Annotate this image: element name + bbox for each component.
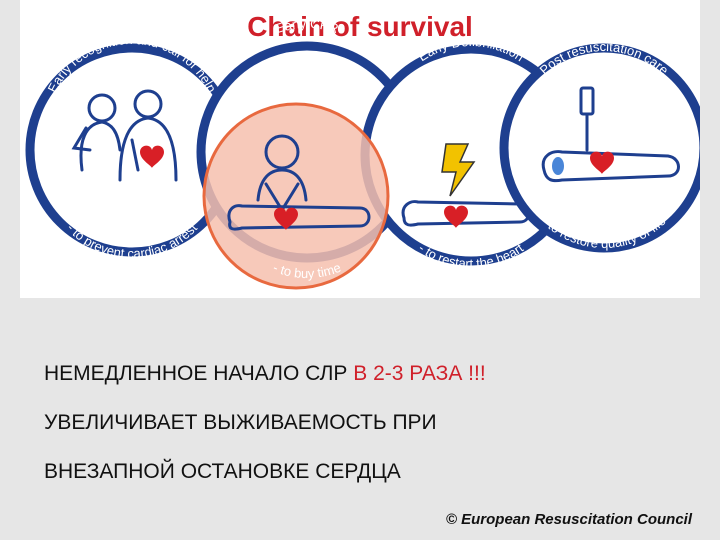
- diagram-title: Chain of survival: [247, 11, 473, 42]
- heart-icon-1: [140, 145, 164, 168]
- statement-line-1-prefix: НЕМЕДЛЕННОЕ НАЧАЛО СЛР: [44, 362, 354, 385]
- lightning-bolt-icon: [441, 143, 476, 197]
- chain-of-survival-panel: Chain of survival Early recognition and …: [20, 0, 700, 298]
- caller-victim-icon: [71, 89, 178, 182]
- patient-icon: [401, 200, 531, 227]
- heart-icon-2: [274, 207, 298, 230]
- ring-post-care: [499, 43, 700, 253]
- cpr-highlight-circle: [202, 102, 390, 290]
- copyright-credit: © European Resuscitation Council: [445, 511, 692, 528]
- heart-icon-4: [590, 151, 614, 174]
- statement-line-3: ВНЕЗАПНОЙ ОСТАНОВКЕ СЕРДЦА: [44, 460, 401, 483]
- statement-line-2: УВЕЛИЧИВАЕТ ВЫЖИВАЕМОСТЬ ПРИ: [44, 411, 437, 434]
- statement-highlight: В 2-3 РАЗА !!!: [353, 362, 486, 385]
- statement-line-1: НЕМЕДЛЕННОЕ НАЧАЛО СЛР В 2-3 РАЗА !!!: [44, 362, 486, 386]
- oxygen-mask-icon: [552, 157, 564, 175]
- heart-icon-3: [444, 205, 468, 228]
- chain-of-survival-diagram: Chain of survival Early recognition and …: [25, 11, 700, 290]
- recovering-patient-icon: [541, 150, 680, 183]
- link-2-bottom-label: - to buy time: [271, 260, 343, 281]
- link-2-top-label: Early CPR: [274, 16, 341, 36]
- iv-drip-icon: [579, 86, 595, 152]
